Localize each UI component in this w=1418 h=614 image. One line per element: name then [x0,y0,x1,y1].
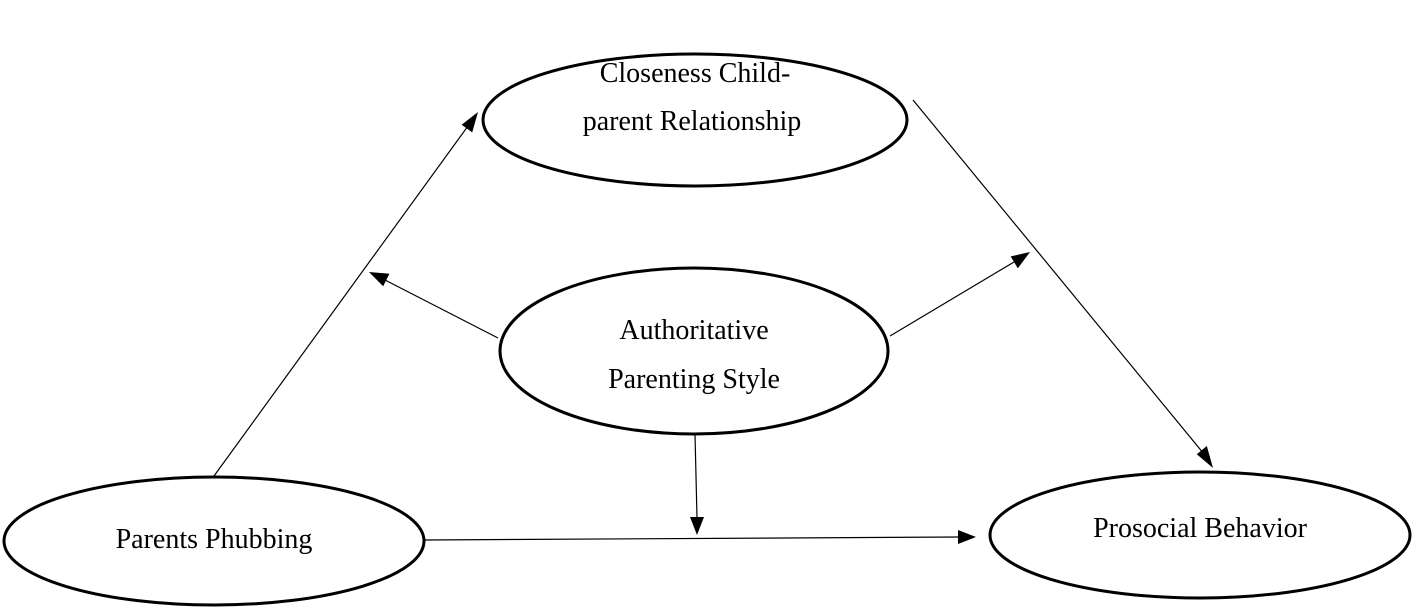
node-authoritative-line2: Parenting Style [608,364,780,395]
arrowhead-path-a [369,272,390,287]
edge-moderator-to-path-b [889,261,1015,337]
node-authoritative-line1: Authoritative [619,315,768,346]
edge-moderator-to-path-c [694,433,698,519]
edge-closeness-to-prosocial [912,99,1205,455]
node-parents-phubbing: Parents Phubbing [2,475,426,607]
edge-phubbing-to-prosocial [423,536,961,541]
edge-phubbing-to-closeness [213,125,469,477]
arrowhead-closeness [461,112,478,133]
arrowhead-prosocial-top [1196,446,1213,468]
node-phubbing-label: Parents Phubbing [116,524,313,555]
arrowhead-path-c [690,517,704,535]
node-closeness-line2: parent Relationship [583,106,802,137]
arrowhead-path-b [1010,252,1030,269]
node-closeness-line1: Closeness Child- [600,58,791,89]
node-prosocial-behavior: Prosocial Behavior [988,470,1412,600]
node-authoritative-parenting-style: Authoritative Parenting Style [498,266,890,436]
node-prosocial-label: Prosocial Behavior [1093,513,1308,544]
node-closeness-child-parent-relationship: Closeness Child- parent Relationship [481,52,909,188]
edge-moderator-to-path-a [384,279,499,339]
arrowhead-prosocial-left [958,530,976,544]
